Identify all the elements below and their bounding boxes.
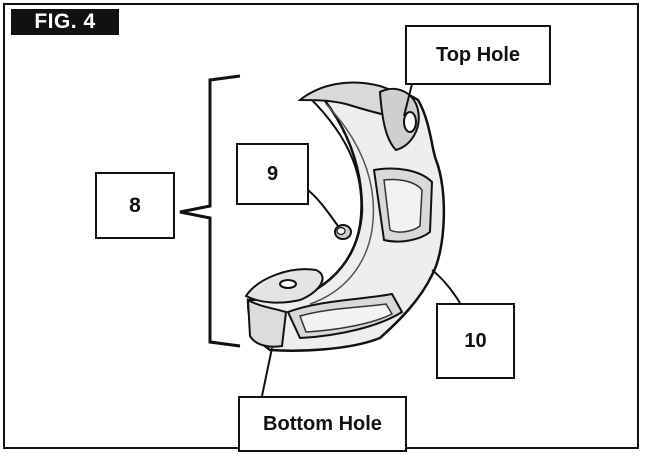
top-hole-icon [403, 111, 417, 133]
leader-top-hole [403, 83, 413, 117]
callout-bottom-hole: Bottom Hole [238, 396, 407, 452]
callout-part-9: 9 [236, 143, 309, 205]
part-8-bracket [179, 74, 241, 348]
leader-9 [307, 189, 339, 227]
callout-part-10: 10 [436, 303, 515, 379]
leader-10 [431, 269, 461, 304]
leader-bottom-hole [261, 347, 273, 397]
top-boss [378, 87, 420, 152]
callout-top-hole: Top Hole [405, 25, 551, 85]
bottom-block [246, 298, 288, 348]
bottom-hole-icon [279, 279, 297, 289]
figure-label: FIG. 4 [11, 9, 119, 35]
side-pocket-upper-inner [383, 178, 423, 233]
part-inner-curve [295, 97, 363, 299]
part-9-stud-cap [336, 226, 346, 236]
side-pocket-lower-inner [299, 303, 394, 333]
callout-part-8: 8 [95, 172, 175, 239]
part-inner-curve-2 [309, 103, 375, 305]
